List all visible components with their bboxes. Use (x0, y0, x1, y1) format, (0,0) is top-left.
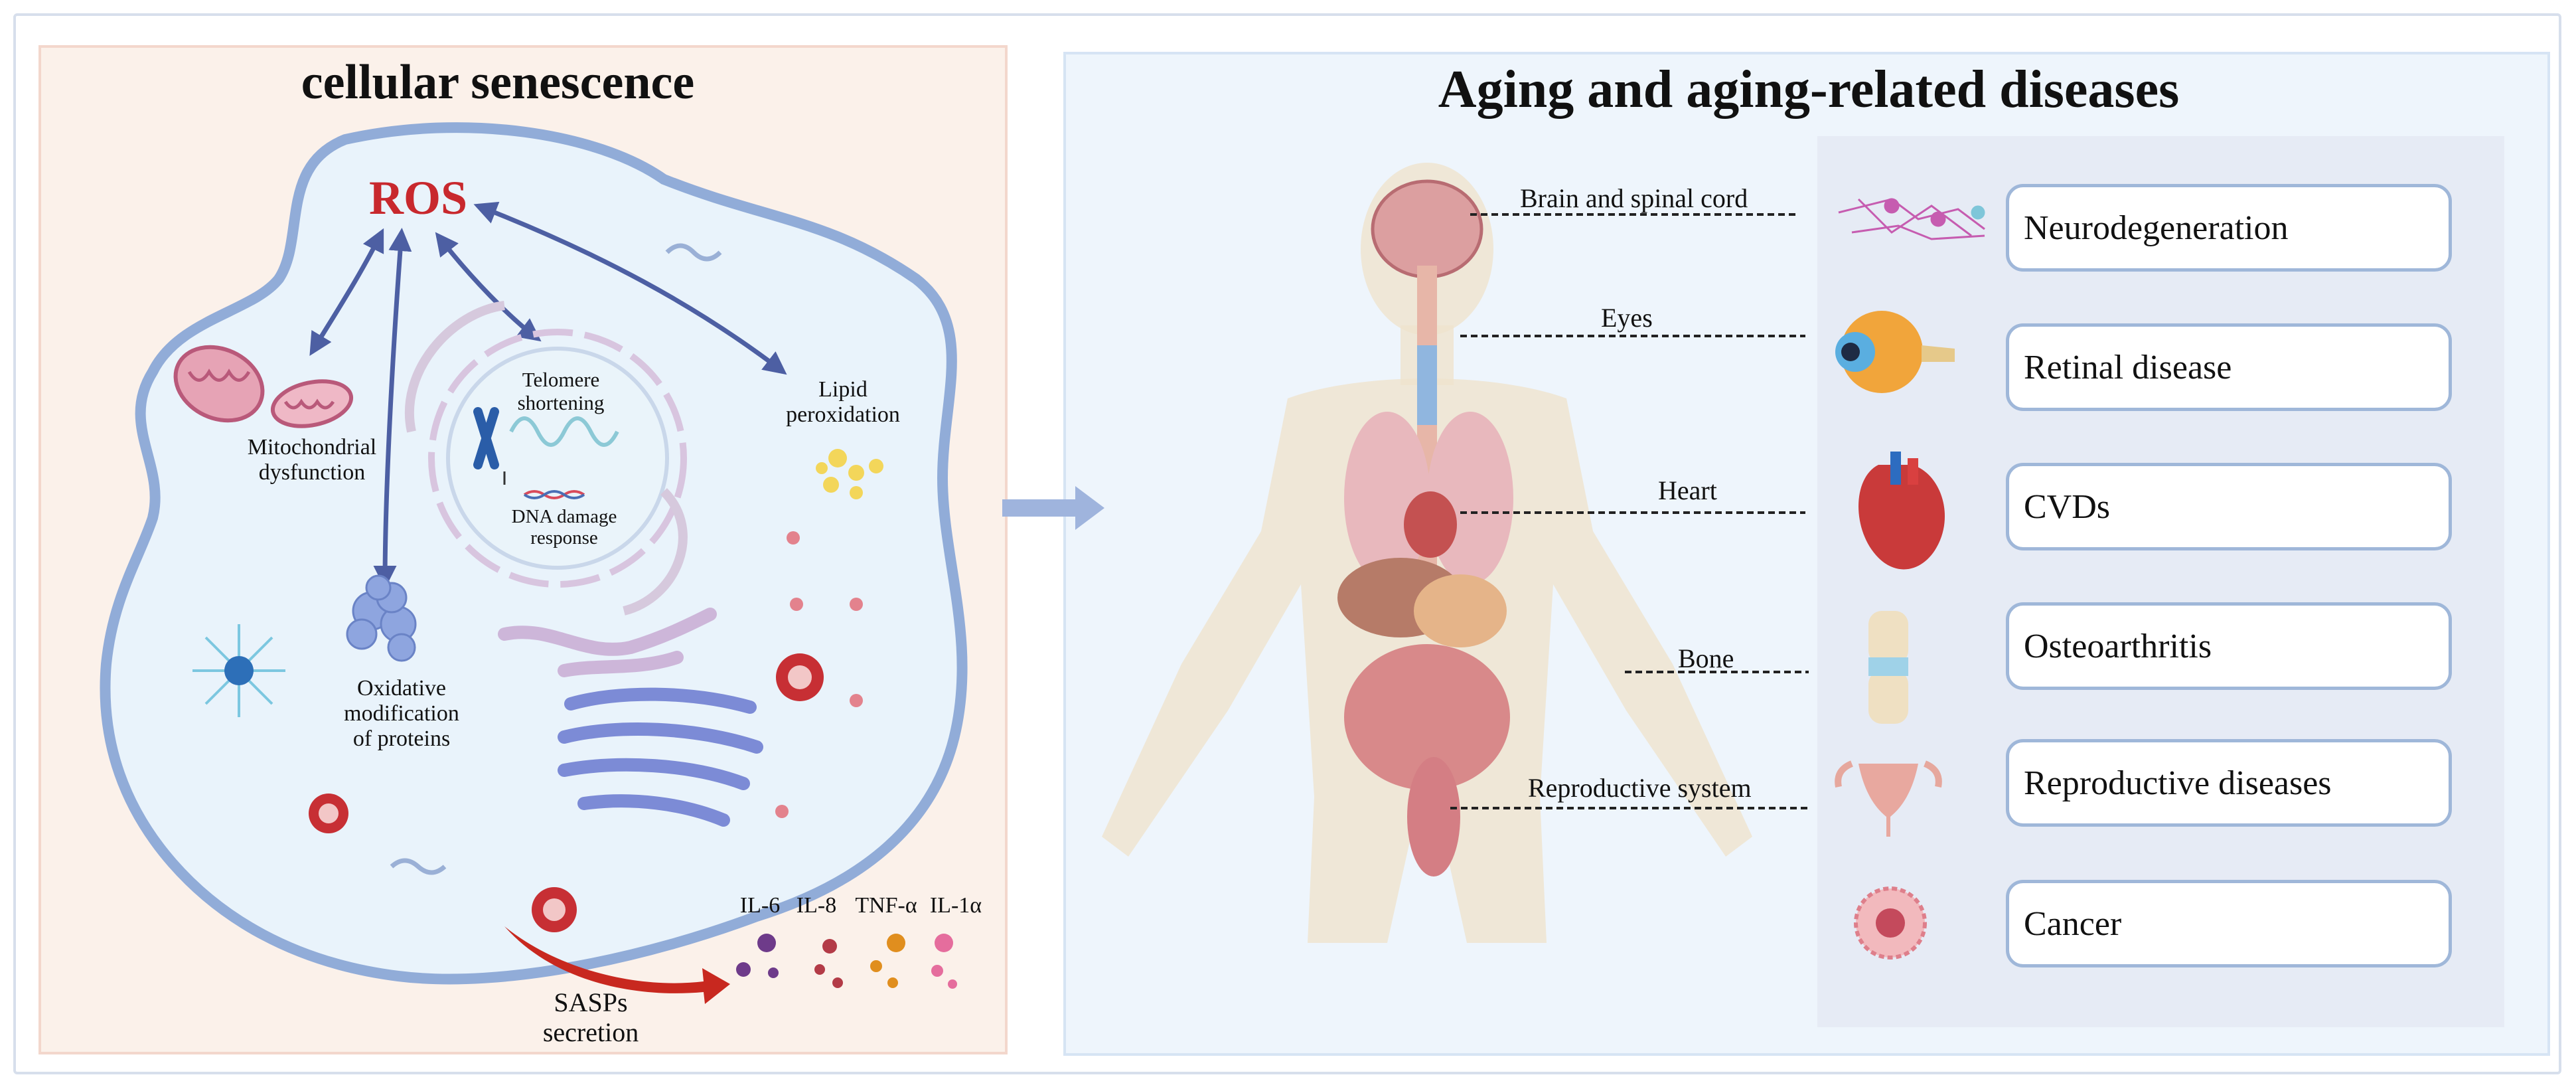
disease-cancer: Cancer (2006, 880, 2452, 967)
ros-label: ROS (368, 171, 468, 224)
knee-joint-icon (1868, 611, 1908, 724)
disease-label: Reproductive diseases (2024, 764, 2332, 802)
tumor-cell-icon (1854, 886, 1927, 960)
protein-icon (346, 574, 417, 662)
rna-icon (665, 243, 722, 262)
organ-label-eyes: Eyes (1601, 303, 1653, 333)
centrosome-icon (192, 624, 285, 717)
cytokine-tnfa-label: TNF-α (855, 893, 917, 918)
ros-arrows (309, 201, 787, 589)
aging-diseases-title: Aging and aging-related diseases (1438, 60, 2180, 119)
oxidative-modification-label: Oxidative modification of proteins (344, 676, 459, 752)
disease-cvds: CVDs (2006, 463, 2452, 550)
disease-label: CVDs (2024, 487, 2111, 526)
disease-label: Retinal disease (2024, 348, 2232, 386)
disease-osteoarthritis: Osteoarthritis (2006, 602, 2452, 690)
golgi-icon (558, 687, 763, 827)
heart-icon (1858, 452, 1945, 570)
cellular-senescence-title: cellular senescence (301, 55, 695, 110)
cytokine-il8-label: IL-8 (796, 893, 837, 918)
organ-label-bone: Bone (1678, 643, 1734, 673)
telomere-shortening-label: Telomere shortening (517, 368, 605, 414)
lipid-peroxidation-label: Lipid peroxidation (786, 377, 900, 428)
sasps-secretion-label: SASPs secretion (542, 987, 639, 1047)
mitochondrial-dysfunction-label: Mitochondrial dysfunction (247, 435, 377, 485)
disease-label: Neurodegeneration (2024, 209, 2289, 247)
rna-icon (390, 858, 447, 875)
transition-arrow-icon (1002, 486, 1104, 530)
dna-icon (523, 490, 585, 499)
human-body-icon (1102, 163, 1752, 943)
organ-label-reproductive: Reproductive system (1528, 773, 1752, 803)
nucleus-icon (404, 301, 688, 616)
disease-column (1817, 136, 2504, 1027)
eye-icon (1835, 311, 1955, 393)
disease-reproductive: Reproductive diseases (2006, 739, 2452, 827)
organ-label-brain: Brain and spinal cord (1520, 183, 1748, 213)
sasp-arrow-icon (504, 926, 730, 1004)
disease-retinal: Retinal disease (2006, 323, 2452, 411)
disease-label: Cancer (2024, 904, 2122, 943)
lipid-droplets-icon (816, 449, 883, 499)
small-vesicles (775, 531, 863, 818)
mitochondria-icon (173, 345, 354, 428)
neuron-icon (1838, 198, 1985, 240)
uterus-icon (1835, 760, 1942, 837)
lysosome-icon (309, 653, 824, 932)
figure-frame (13, 13, 2561, 1074)
cytokine-il1a-label: IL-1α (929, 893, 982, 918)
er-icon (498, 608, 717, 677)
organ-connectors (1450, 213, 1809, 809)
disease-label: Osteoarthritis (2024, 627, 2212, 665)
organ-label-heart: Heart (1658, 475, 1717, 505)
chromosome-icon (473, 407, 499, 469)
telomere-strand-icon (509, 416, 619, 447)
cytokine-il6-label: IL-6 (739, 893, 781, 918)
dna-damage-response-label: DNA damage response (511, 506, 617, 549)
cytokine-dots (736, 934, 957, 989)
disease-neurodegeneration: Neurodegeneration (2006, 184, 2452, 272)
